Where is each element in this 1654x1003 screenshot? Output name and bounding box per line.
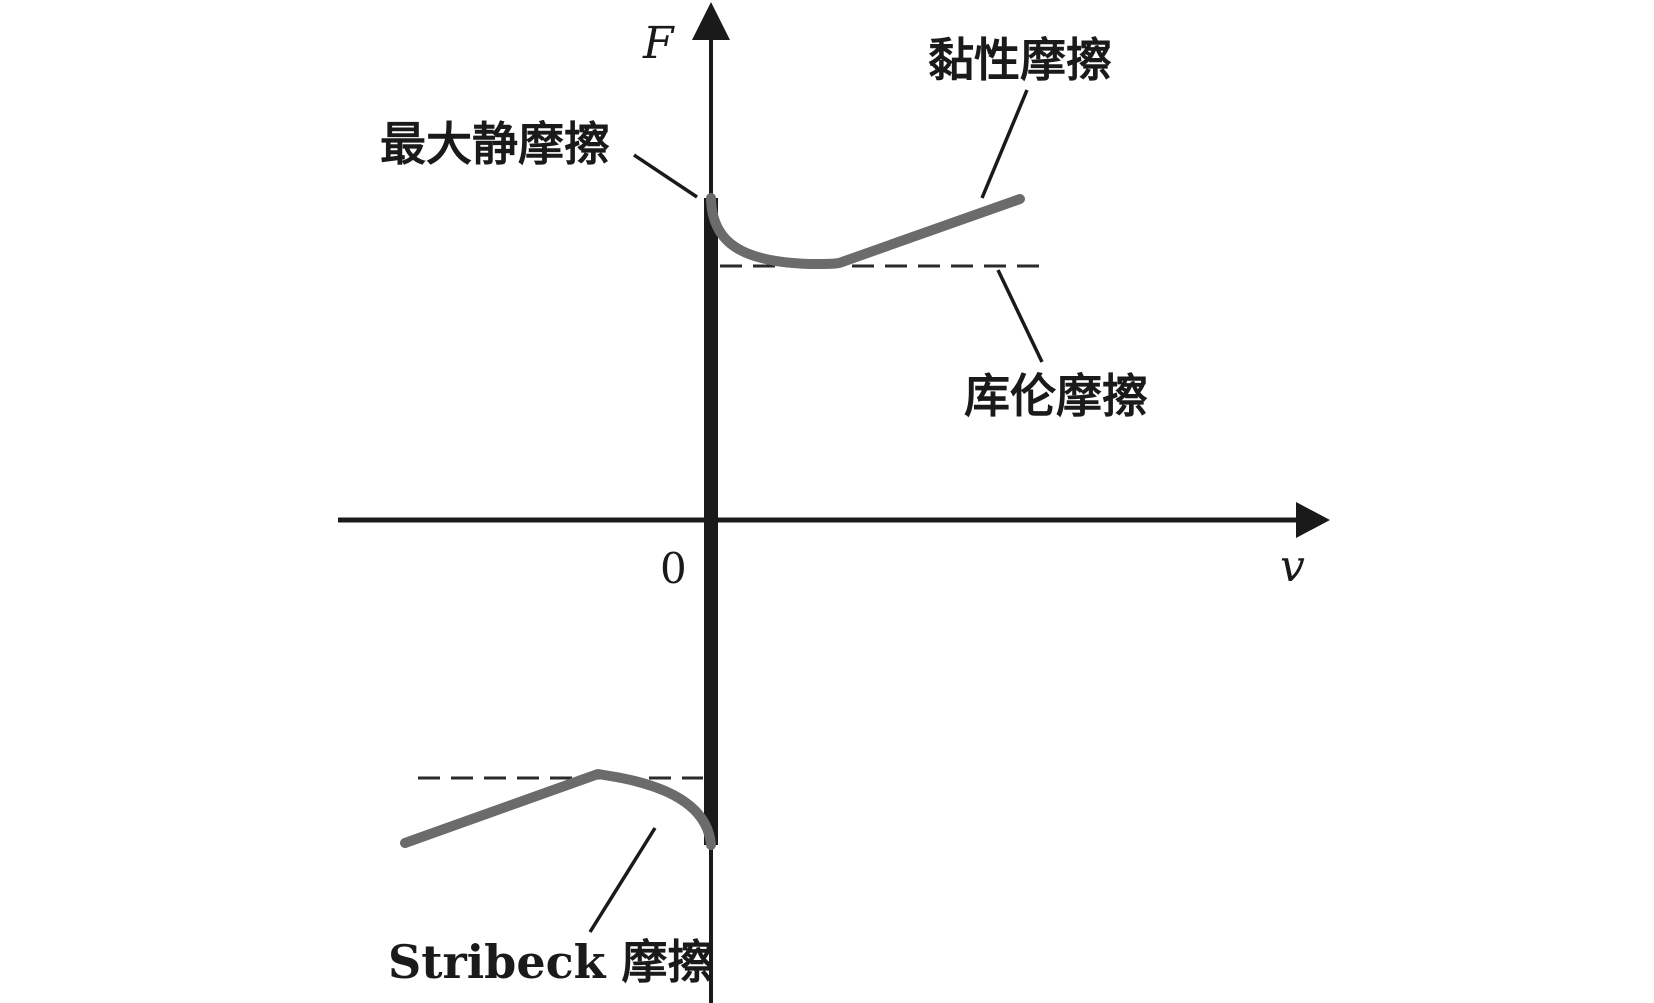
coulomb-friction-label: 库伦摩擦 xyxy=(964,369,1148,423)
origin-label: 0 xyxy=(660,544,687,593)
coulomb-leader-line xyxy=(996,269,1044,363)
viscous-leader-line xyxy=(980,89,1029,199)
y-axis-label: F xyxy=(642,18,675,69)
x-axis-label: v xyxy=(1280,541,1305,592)
viscous-friction-label: 黏性摩擦 xyxy=(928,33,1112,87)
stribeck-friction-label: Stribeck 摩擦 xyxy=(388,935,714,989)
y-axis-arrow xyxy=(692,2,730,40)
max-static-leader-line xyxy=(633,153,698,199)
stribeck-leader-line xyxy=(588,827,657,933)
friction-curve-positive xyxy=(706,193,1025,269)
x-axis-arrow xyxy=(1296,502,1330,538)
friction-curve-negative xyxy=(400,769,716,850)
max-static-friction-label: 最大静摩擦 xyxy=(380,117,610,171)
